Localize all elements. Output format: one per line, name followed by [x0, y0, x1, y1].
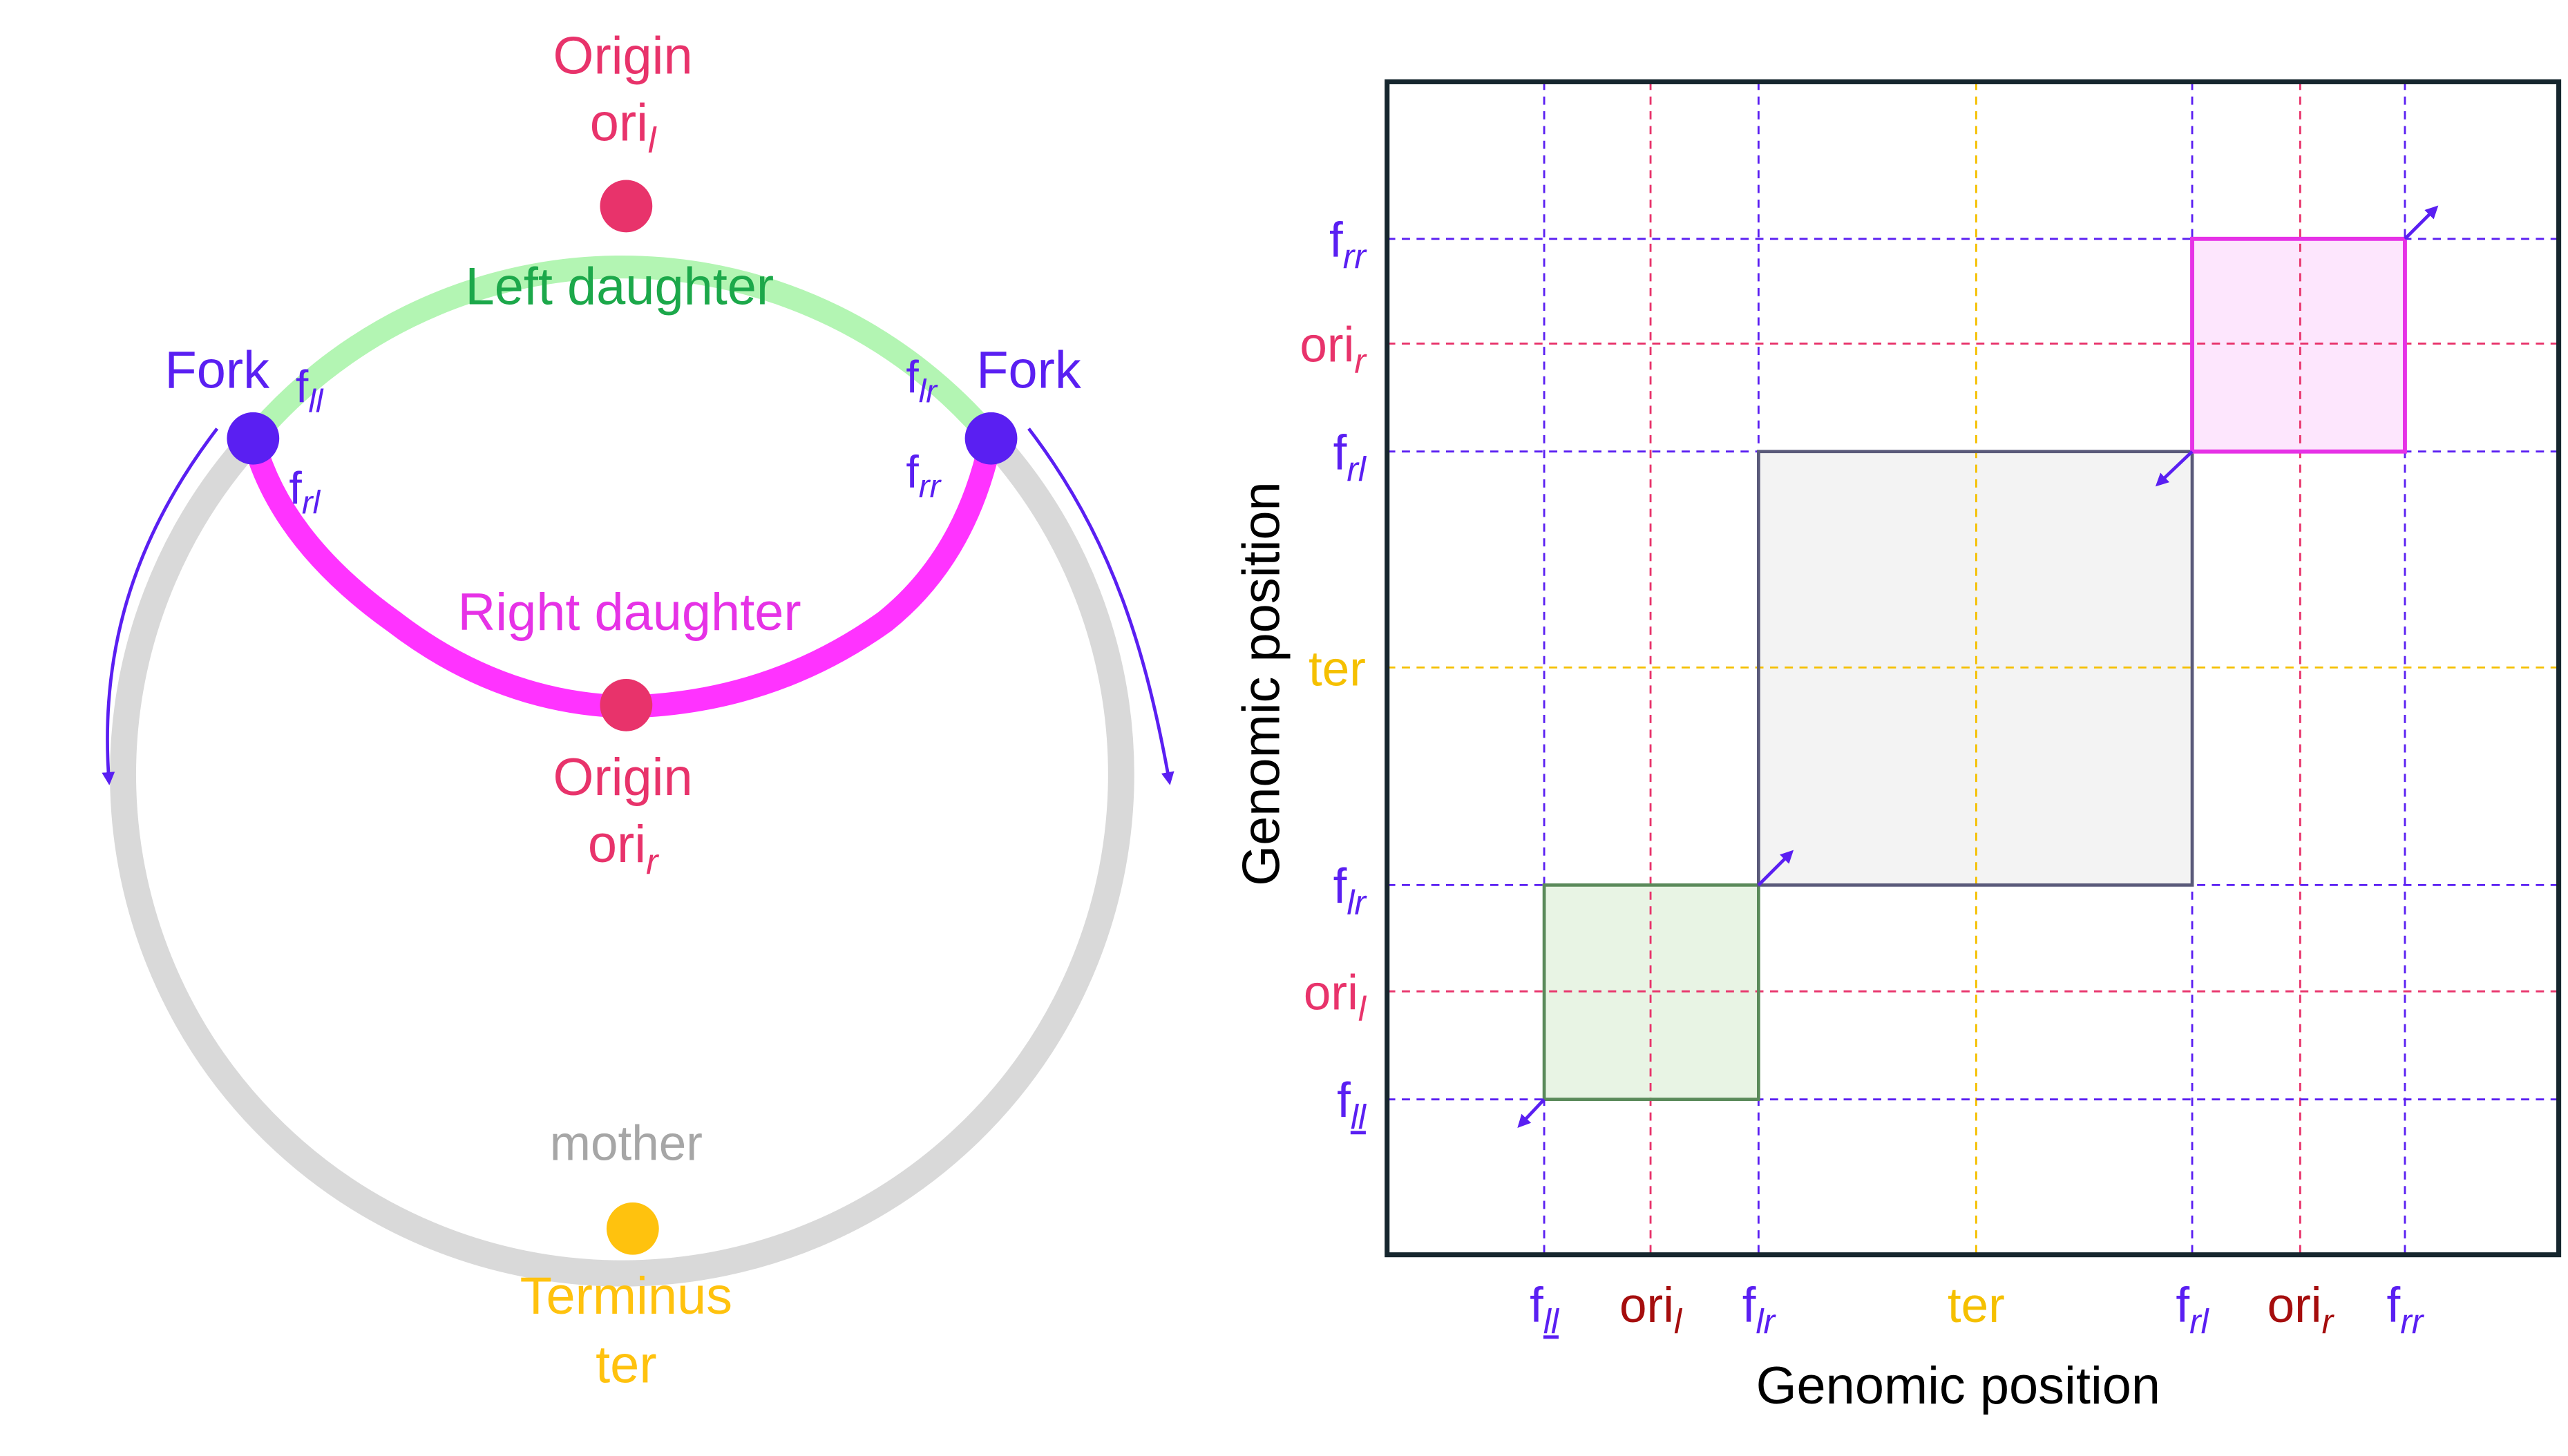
- y-tick-label: frr: [1329, 213, 1367, 276]
- corner-arrow-ll: [1517, 1098, 1545, 1129]
- y-axis-label: Genomic position: [1232, 481, 1291, 885]
- corner-arrow-lr: [1757, 850, 1794, 887]
- x-axis-label: Genomic position: [1756, 1357, 2161, 1415]
- green-box-border: [1542, 883, 1760, 1102]
- terminus-name: ter: [596, 1335, 656, 1394]
- mother-label: mother: [550, 1116, 703, 1171]
- mother-arc: [110, 430, 1134, 1287]
- x-tick-label: fll: [1530, 1278, 1560, 1341]
- terminus-dot: [606, 1202, 659, 1255]
- x-tick-label: frr: [2387, 1278, 2425, 1341]
- y-tick-label: fll: [1337, 1074, 1367, 1137]
- fork-right-dot: [964, 412, 1018, 465]
- y-tick-label: frl: [1333, 426, 1367, 489]
- x-tick-label: ter: [1948, 1278, 2005, 1333]
- x-tick-label: orir: [2267, 1278, 2335, 1341]
- right-daughter-label: Right daughter: [458, 583, 801, 642]
- origin-bottom-title: Origin: [553, 748, 693, 807]
- fork-right-upper-label: flr: [906, 352, 938, 410]
- x-tick-label: oril: [1619, 1278, 1683, 1341]
- contact-map-schematic: fll oril flr ter frl orir frr frr orir frl ter flr…: [1232, 79, 2562, 1415]
- replication-circle-diagram: Origin oril Left daughter Right daughter…: [102, 27, 1174, 1394]
- terminus-title: Terminus: [520, 1267, 732, 1325]
- origin-top-name: oril: [590, 94, 657, 161]
- fork-right-lower-label: frr: [906, 447, 942, 505]
- x-tick-label: frl: [2176, 1278, 2209, 1341]
- x-tick-labels: fll oril flr ter frl orir frr: [1530, 1278, 2425, 1341]
- right-fork-arrow: [1027, 428, 1174, 785]
- corner-arrow-rr: [2404, 205, 2439, 240]
- y-tick-label: flr: [1333, 859, 1368, 922]
- origin-bottom-dot: [600, 678, 653, 731]
- fork-right-label: Fork: [976, 341, 1081, 399]
- y-tick-label: ter: [1309, 642, 1366, 696]
- corner-arrow-rl: [2155, 450, 2194, 487]
- pink-box-border: [2190, 236, 2407, 454]
- fork-left-upper-label: fll: [296, 362, 324, 420]
- plot-frame: [1385, 79, 2562, 1258]
- origin-bottom-name: orir: [588, 815, 660, 882]
- y-tick-label: oril: [1304, 966, 1367, 1028]
- left-daughter-arc: [244, 255, 1000, 446]
- x-tick-label: flr: [1742, 1278, 1777, 1341]
- pink-box: [2192, 238, 2405, 452]
- fork-left-dot: [227, 412, 280, 465]
- fork-left-lower-label: frl: [289, 463, 321, 521]
- origin-top-title: Origin: [553, 27, 693, 86]
- fork-left-label: Fork: [164, 341, 269, 399]
- origin-top-dot: [600, 180, 653, 233]
- y-tick-labels: frr orir frl ter flr oril fll: [1300, 213, 1367, 1136]
- grey-box-border: [1757, 450, 2194, 887]
- right-daughter-arc: [242, 435, 1002, 718]
- left-fork-arrow: [102, 428, 219, 785]
- left-daughter-label: Left daughter: [466, 258, 774, 316]
- y-tick-label: orir: [1300, 318, 1367, 381]
